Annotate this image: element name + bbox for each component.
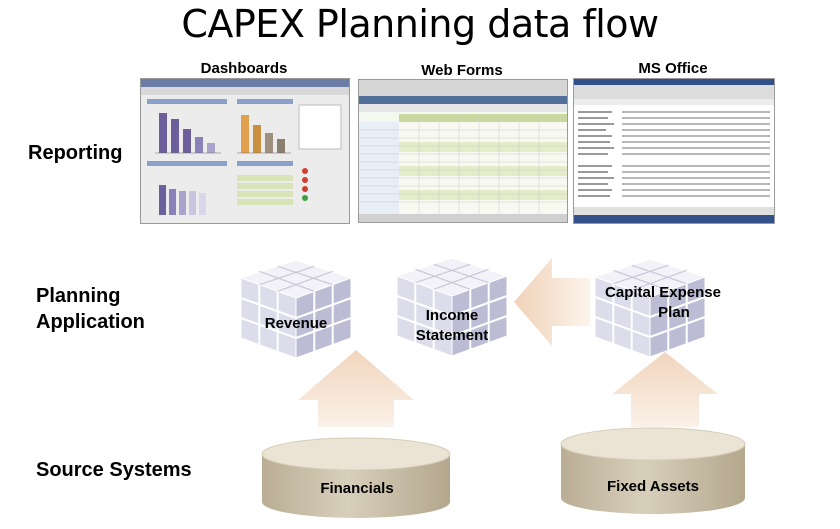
capital-expense-plan-label-line1: Capital Expense bbox=[605, 284, 721, 301]
row-label-planning-line1: Planning bbox=[36, 285, 121, 307]
page-title: CAPEX Planning data flow bbox=[181, 2, 659, 46]
revenue-label: Revenue bbox=[264, 315, 328, 332]
fixed-assets-label: Fixed Assets bbox=[607, 478, 699, 495]
dashboards-thumbnail-graphic bbox=[141, 79, 349, 215]
financials-label: Financials bbox=[320, 480, 394, 497]
arrow-financials-to-revenue bbox=[298, 350, 414, 427]
arrow-capex-to-income bbox=[514, 258, 590, 346]
financials-database bbox=[261, 437, 451, 518]
row-label-planning: Planning Application bbox=[36, 283, 145, 335]
ms-office-title: MS Office bbox=[638, 60, 708, 77]
row-label-reporting: Reporting bbox=[28, 142, 123, 164]
revenue-cube bbox=[240, 259, 352, 359]
row-label-source-systems: Source Systems bbox=[36, 459, 192, 481]
dashboards-screenshot bbox=[140, 78, 350, 224]
fixed-assets-database bbox=[560, 427, 746, 514]
ms-office-thumbnail-graphic bbox=[574, 79, 774, 223]
income-statement-label-line2: Statement bbox=[415, 327, 489, 344]
row-label-planning-line2: Application bbox=[36, 311, 145, 333]
capital-expense-plan-label-line2: Plan bbox=[658, 304, 690, 321]
web-forms-thumbnail-graphic bbox=[359, 80, 567, 222]
income-statement-label-line1: Income bbox=[425, 307, 479, 324]
web-forms-title: Web Forms bbox=[421, 62, 503, 79]
ms-office-screenshot bbox=[573, 78, 775, 224]
web-forms-screenshot bbox=[358, 79, 568, 223]
arrow-fixed-assets-to-capex bbox=[612, 352, 718, 427]
capital-expense-plan-label: Capital Expense Plan bbox=[588, 283, 738, 323]
dashboards-title: Dashboards bbox=[200, 60, 288, 77]
income-statement-label: Income Statement bbox=[396, 306, 508, 346]
